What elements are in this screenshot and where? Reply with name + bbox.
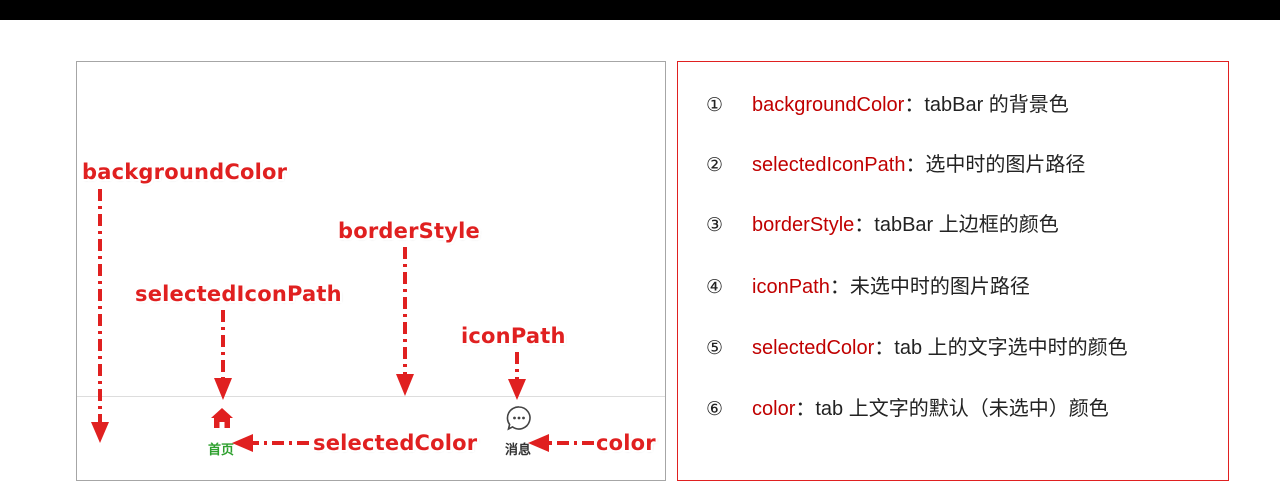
- legend-number: ④: [706, 276, 724, 298]
- legend-item: ② selectedIconPath：选中时的图片路径: [706, 148, 1085, 177]
- tab-home-label[interactable]: 首页: [208, 443, 235, 458]
- legend-key: selectedColor: [752, 337, 875, 359]
- legend-desc: ：tabBar 上边框的颜色: [854, 214, 1059, 236]
- legend-key: backgroundColor: [752, 94, 905, 116]
- legend-item: ⑤ selectedColor：tab 上的文字选中时的颜色: [706, 331, 1128, 360]
- legend-desc: ：选中时的图片路径: [905, 154, 1086, 176]
- legend-number: ③: [706, 214, 724, 236]
- legend-number: ①: [706, 94, 724, 116]
- legend-item: ⑥ color：tab 上文字的默认（未选中）颜色: [706, 392, 1109, 421]
- legend-desc: ：tab 上的文字选中时的颜色: [874, 337, 1128, 359]
- legend-number: ⑤: [706, 337, 724, 359]
- tab-message-label[interactable]: 消息: [505, 443, 532, 458]
- legend-item: ① backgroundColor：tabBar 的背景色: [706, 88, 1069, 117]
- legend-item: ③ borderStyle：tabBar 上边框的颜色: [706, 208, 1059, 237]
- callout-borderStyle: borderStyle: [338, 219, 480, 243]
- legend-number: ②: [706, 154, 724, 176]
- legend-key: borderStyle: [752, 214, 855, 236]
- callout-arrows: [91, 189, 594, 452]
- legend-key: selectedIconPath: [752, 154, 906, 176]
- top-black-bar: [0, 0, 1280, 20]
- legend-panel: ① backgroundColor：tabBar 的背景色 ② selectedIc…: [677, 61, 1229, 481]
- callout-selectedIconPath: selectedIconPath: [135, 282, 342, 306]
- callout-selectedColor: selectedColor: [313, 431, 478, 455]
- legend-desc: ：tabBar 的背景色: [904, 94, 1069, 116]
- chat-bubble-icon: [506, 406, 531, 431]
- legend-item: ④ iconPath：未选中时的图片路径: [706, 270, 1030, 299]
- legend-desc: ：未选中时的图片路径: [829, 276, 1030, 298]
- legend-desc: ：tab 上文字的默认（未选中）颜色: [795, 398, 1109, 420]
- callout-backgroundColor: backgroundColor: [82, 160, 288, 184]
- home-icon: [211, 408, 233, 428]
- legend-key: iconPath: [752, 276, 830, 298]
- legend-key: color: [752, 398, 796, 420]
- tabbar-mockup-panel: 首页 消息 backgroundColor borderStyle select…: [76, 61, 666, 481]
- legend-number: ⑥: [706, 398, 724, 420]
- tabbar-top-border: [77, 396, 665, 397]
- callout-iconPath: iconPath: [461, 324, 566, 348]
- callout-color: color: [596, 431, 656, 455]
